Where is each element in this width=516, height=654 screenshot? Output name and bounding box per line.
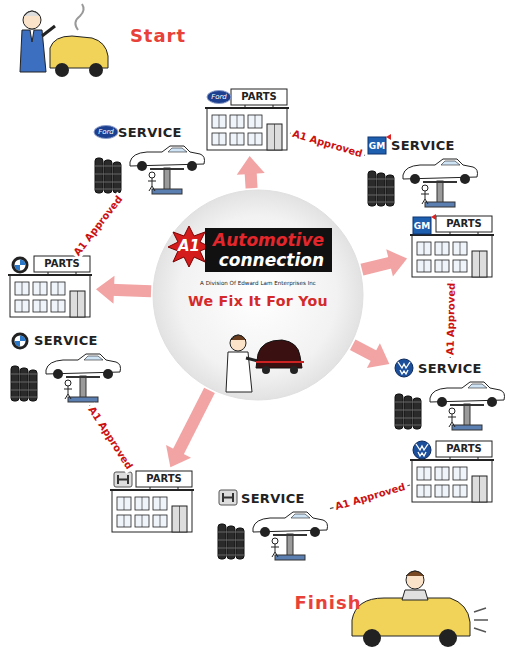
service-sign: SERVICE	[391, 137, 455, 155]
pink-arrow	[237, 156, 265, 188]
connector-line	[353, 345, 377, 358]
service-sign: SERVICE	[241, 490, 305, 508]
parts-building	[8, 256, 92, 317]
parts-store: PARTS	[410, 440, 495, 505]
service-shop: SERVICE	[392, 358, 507, 433]
parts-building	[410, 216, 494, 277]
pink-arrow	[353, 343, 390, 368]
arrowhead	[166, 445, 191, 467]
parts-store: PARTS	[8, 255, 93, 320]
pink-arrow	[96, 276, 151, 304]
slogan: We Fix It For You	[153, 293, 363, 309]
connector-line	[362, 262, 393, 270]
center-disc	[153, 190, 363, 400]
edge-label: A1 Approved	[332, 480, 409, 513]
service-sign: SERVICE	[34, 332, 98, 350]
service-bay	[11, 354, 121, 402]
service-shop: SERVICE	[8, 330, 123, 405]
connector-line	[110, 290, 151, 291]
parts-sign: PARTS	[137, 472, 191, 486]
parts-store: PARTS	[110, 470, 195, 535]
service-bay	[395, 382, 505, 430]
arrowhead	[237, 156, 265, 175]
stage-label: Start	[118, 22, 198, 48]
service-sign: SERVICE	[418, 360, 482, 378]
pink-arrow	[362, 249, 407, 276]
division-note: A Division Of Edward Lam Enterprises Inc	[153, 280, 363, 286]
service-bay	[95, 146, 205, 194]
service-bay	[368, 159, 478, 207]
edge-label: A1 Approved	[289, 128, 366, 161]
edge-label: A1 Approved	[85, 402, 137, 473]
honda-logo	[114, 472, 237, 505]
brand-logo-text: GM	[368, 137, 386, 154]
stage-label: Finish	[286, 588, 370, 616]
bmw-logo	[12, 257, 29, 350]
start-figure	[20, 4, 108, 77]
brand-logo-text: GM	[413, 217, 431, 234]
pink-arrow	[166, 390, 209, 467]
parts-building	[205, 89, 289, 150]
arrowhead	[367, 343, 389, 368]
parts-sign: PARTS	[35, 257, 89, 271]
connector-line	[177, 390, 210, 454]
edge-label: A1 Approved	[444, 281, 458, 358]
service-bay	[218, 512, 328, 560]
parts-sign: PARTS	[232, 90, 286, 104]
mascot	[226, 335, 304, 392]
brand-logo-text: Ford	[94, 126, 118, 138]
parts-sign: PARTS	[437, 217, 491, 231]
service-sign: SERVICE	[118, 124, 182, 142]
a1-badge	[168, 226, 210, 267]
parts-building	[410, 441, 494, 502]
edge-label: A1 Approved	[70, 192, 126, 260]
parts-building	[110, 471, 194, 532]
service-shop: SERVICE	[215, 488, 330, 563]
logo-badge-text: A1	[174, 234, 204, 258]
arrowhead	[386, 249, 407, 276]
center-disc: Automotive connection A Division Of Edwar…	[153, 190, 363, 400]
logo-text: Automotive connection	[205, 228, 332, 272]
parts-sign: PARTS	[437, 442, 491, 456]
finish-figure	[352, 571, 488, 647]
arrowhead	[96, 276, 114, 304]
brand-logo-text: Ford	[207, 91, 231, 103]
